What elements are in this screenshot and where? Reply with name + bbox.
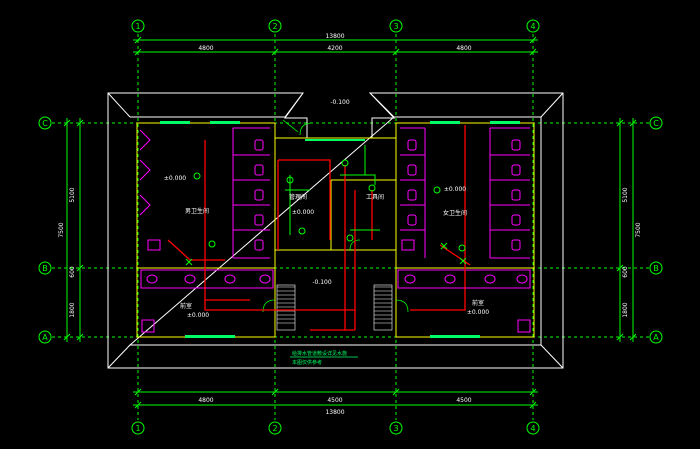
room-right-vestibule: 前室 (472, 299, 484, 307)
level-right-room: ±0.000 (444, 186, 466, 193)
axis-row-label: A (42, 333, 48, 342)
room-center-b: 工具间 (366, 193, 384, 201)
dimension-lines (63, 36, 637, 409)
dim-bottom-seg: 4500 (327, 397, 342, 404)
axis-row-label: C (653, 119, 659, 128)
axis-col-label: 1 (135, 424, 140, 433)
grid-axis-labels: 1 2 3 4 1 2 3 4 C B A C B A (42, 22, 659, 433)
dim-right-seg: 1800 (622, 302, 629, 317)
toilet-partitions (139, 127, 531, 333)
level-left-room: ±0.000 (164, 175, 186, 182)
level-top-entry: -0.100 (330, 99, 350, 106)
level-lobby: -0.100 (312, 279, 332, 286)
plumbing-pipes (167, 125, 471, 331)
plumbing-fittings (185, 145, 467, 266)
dimension-labels: 13800 4800 4200 4800 4800 4500 4500 1380… (58, 33, 642, 416)
axis-row-label: B (42, 264, 48, 273)
dim-bottom-seg: 4500 (456, 397, 471, 404)
axis-col-label: 3 (393, 424, 398, 433)
dim-bottom-total: 13800 (325, 409, 344, 416)
room-center-a: 管理间 (289, 193, 307, 201)
stairs (276, 284, 393, 331)
drawing-notes: 给排水管道敷设详见水施 本图仅供参考 (290, 350, 358, 366)
axis-row-label: B (653, 264, 659, 273)
windows (160, 121, 520, 338)
axis-col-label: 2 (272, 424, 277, 433)
axis-col-label: 4 (530, 424, 535, 433)
note-line-1: 给排水管道敷设详见水施 (292, 350, 347, 357)
dim-left-seg: 600 (69, 266, 76, 278)
axis-col-label: 2 (272, 22, 277, 31)
room-left-toilet: 男卫生间 (185, 207, 209, 215)
axis-col-label: 4 (530, 22, 535, 31)
dim-top-seg: 4800 (198, 45, 213, 52)
axis-row-label: A (653, 333, 659, 342)
room-left-vestibule: 前室 (180, 302, 192, 310)
dim-top-total: 13800 (325, 33, 344, 40)
axis-col-label: 1 (135, 22, 140, 31)
dim-right-total: 7500 (635, 222, 642, 237)
level-center-room: ±0.000 (292, 209, 314, 216)
note-line-2: 本图仅供参考 (292, 359, 322, 366)
axis-row-label: C (42, 119, 48, 128)
dim-right-seg: 5100 (622, 187, 629, 202)
grid-axes (38, 19, 663, 435)
roof-outline (107, 92, 564, 369)
dim-left-total: 7500 (58, 222, 65, 237)
dim-bottom-seg: 4800 (198, 397, 213, 404)
dim-top-seg: 4800 (456, 45, 471, 52)
dim-left-seg: 5100 (69, 187, 76, 202)
dim-top-seg: 4200 (327, 45, 342, 52)
level-left-vestibule: ±0.000 (187, 312, 209, 319)
dim-left-seg: 1800 (69, 302, 76, 317)
axis-col-label: 3 (393, 22, 398, 31)
dim-right-seg: 600 (622, 266, 629, 278)
room-right-toilet: 女卫生间 (443, 209, 467, 217)
doors (262, 119, 409, 313)
room-annotations: -0.100 ±0.000 ±0.000 ±0.000 -0.100 ±0.00… (164, 99, 489, 319)
level-right-vestibule: ±0.000 (467, 309, 489, 316)
